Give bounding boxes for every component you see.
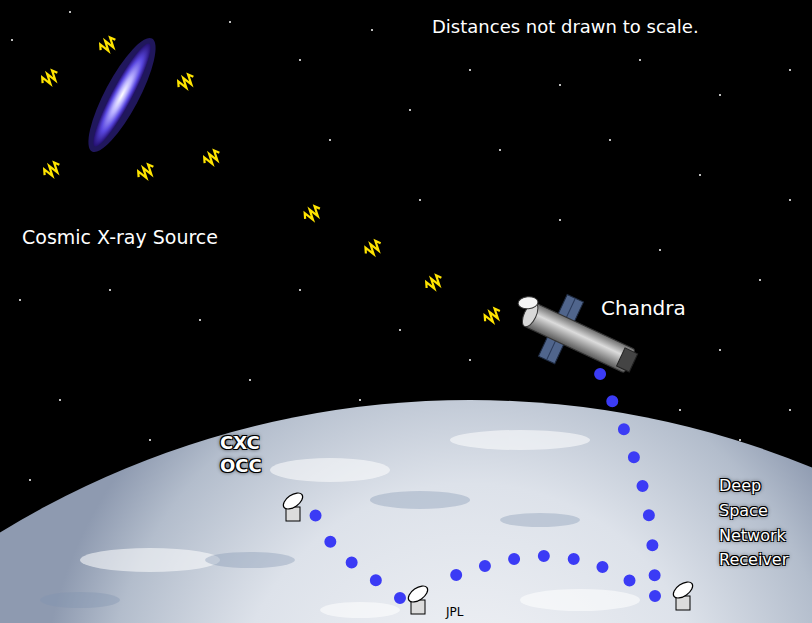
xray-wave (363, 239, 383, 258)
node-label: Chandra (601, 296, 686, 320)
jpl-station: JPL (400, 582, 480, 622)
connector-path (313, 510, 400, 598)
scale-note: Distances not drawn to scale. (432, 16, 699, 37)
galaxy (77, 31, 167, 160)
cxc-occ-center: CXC OCC (218, 432, 313, 524)
data-link (600, 374, 655, 582)
data-link (313, 510, 400, 598)
xray-path (290, 201, 515, 329)
node-label: JPL (446, 605, 463, 619)
chandra-satellite: Chandra (515, 292, 700, 374)
dish-antennas (281, 490, 696, 614)
xray-wave (302, 205, 322, 224)
xray-wave (424, 274, 444, 293)
connector-path (600, 374, 655, 582)
connector-path (436, 556, 655, 596)
earth (0, 400, 812, 623)
xray-source: Cosmic X-ray Source (20, 30, 290, 258)
node-label: Deep Space Network Receiver (719, 474, 788, 573)
data-link (436, 556, 655, 596)
xray-wave (482, 307, 502, 326)
node-label: Cosmic X-ray Source (22, 226, 218, 249)
connector-path (290, 201, 515, 329)
xray-waves (40, 36, 222, 182)
dsn-receiver: Deep Space Network Receiver (655, 472, 805, 618)
satellite (499, 276, 648, 394)
node-label: CXC OCC (220, 432, 262, 477)
